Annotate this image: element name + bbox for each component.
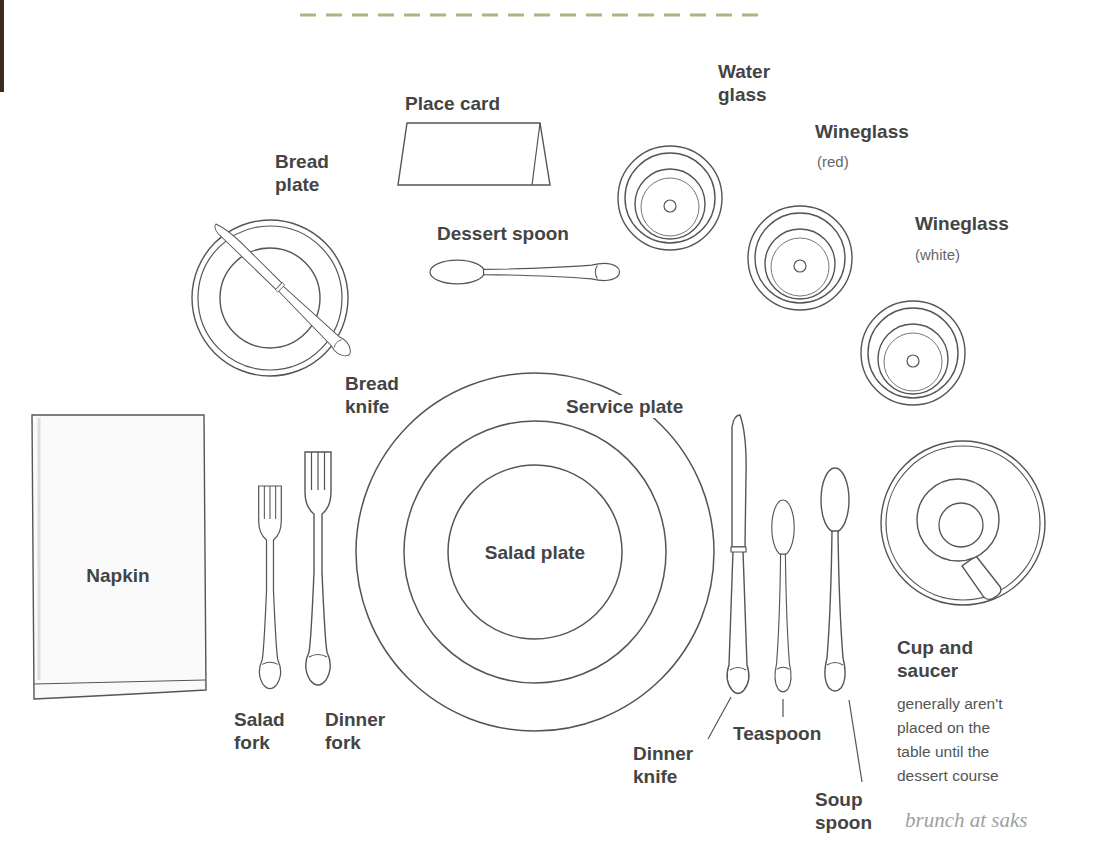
red-wineglass-label: Wineglass [815, 120, 965, 143]
bread-knife-label: Bread knife [345, 372, 421, 418]
dinner-knife-label: Dinner knife [633, 742, 713, 788]
cup-saucer-label: Cup and saucer [897, 636, 1001, 682]
service-plate: Service plateSalad plate [355, 372, 715, 732]
dinner-fork-label: Dinner fork [325, 708, 399, 754]
salad-plate: Salad plate [447, 464, 623, 640]
water-glass-label: Water glass [718, 60, 790, 106]
soup-spoon-label: Soup spoon [815, 788, 887, 834]
place-card-label: Place card [405, 92, 555, 115]
white-note: (white) [915, 245, 1005, 264]
service-plate-label: Service plate [563, 395, 686, 418]
napkin-outline [28, 412, 208, 702]
napkin: Napkin [28, 412, 208, 702]
napkin-label: Napkin [86, 564, 149, 587]
salad-fork-label: Salad fork [234, 708, 298, 754]
bread-plate-label: Bread plate [275, 150, 351, 196]
cup-saucer-note: generally aren't placed on the table unt… [897, 692, 1022, 788]
white-wineglass-label: Wineglass [915, 212, 1065, 235]
watermark: brunch at saks [905, 808, 1105, 833]
red-note: (red) [817, 152, 897, 171]
dessert-spoon-label: Dessert spoon [437, 222, 627, 245]
teaspoon-label: Teaspoon [733, 722, 853, 745]
salad-plate-label: Salad plate [485, 541, 585, 564]
